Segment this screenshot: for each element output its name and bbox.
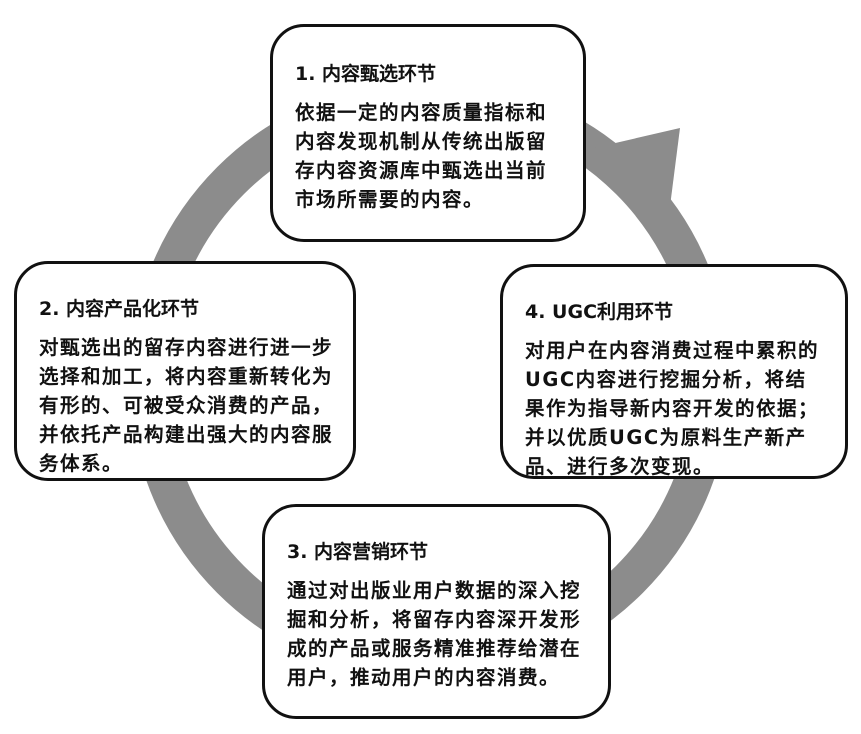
stage-4-title: 4. UGC利用环节 — [525, 301, 674, 323]
stage-4-text: 对用户在内容消费过程中累积的UGC内容进行挖掘分析，将结果作为指导新内容开发的依… — [525, 339, 820, 478]
stage-3-box: 3. 内容营销环节 通过对出版业用户数据的深入挖掘和分析，将留存内容深开发形成的… — [262, 504, 611, 719]
stage-2-box: 2. 内容产品化环节 对甄选出的留存内容进行进一步选择和加工，将内容重新转化为有… — [14, 261, 356, 481]
stage-2-title: 2. 内容产品化环节 — [39, 298, 200, 320]
cycle-arrowhead — [585, 128, 680, 222]
stage-3-title: 3. 内容营销环节 — [287, 541, 429, 563]
stage-4-box: 4. UGC利用环节 对用户在内容消费过程中累积的UGC内容进行挖掘分析，将结果… — [500, 264, 848, 479]
stage-2-text: 对甄选出的留存内容进行进一步选择和加工，将内容重新转化为有形的、可被受众消费的产… — [39, 336, 334, 475]
stage-1-text: 依据一定的内容质量指标和内容发现机制从传统出版留存内容资源库中甄选出当前市场所需… — [295, 101, 548, 211]
stage-3-text: 通过对出版业用户数据的深入挖掘和分析，将留存内容深开发形成的产品或服务精准推荐给… — [287, 579, 582, 689]
stage-1-title: 1. 内容甄选环节 — [295, 63, 437, 85]
stage-1-box: 1. 内容甄选环节 依据一定的内容质量指标和内容发现机制从传统出版留存内容资源库… — [270, 24, 586, 242]
